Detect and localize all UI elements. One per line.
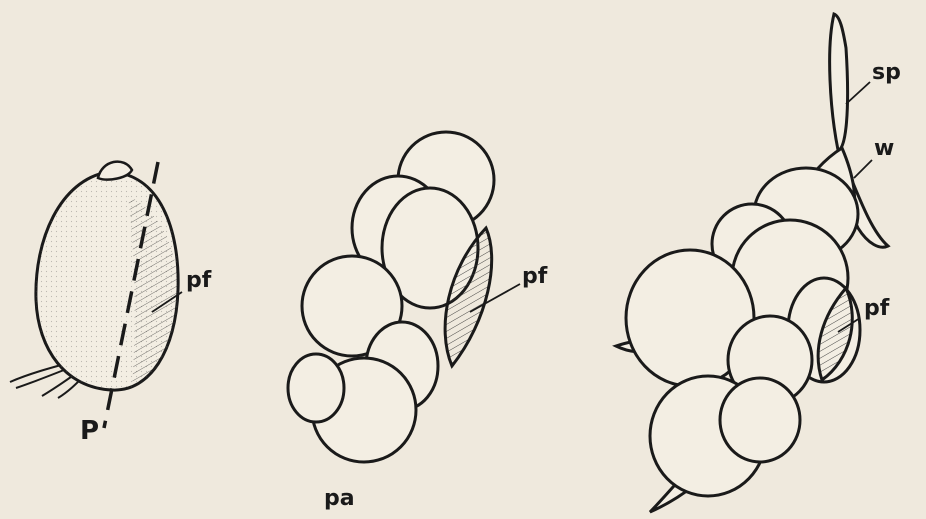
label-pa: pa bbox=[324, 488, 355, 510]
label-sp: sp bbox=[872, 62, 901, 84]
label-w: w bbox=[874, 138, 894, 160]
label-pf-right: pf bbox=[864, 298, 889, 320]
label-p: P bbox=[80, 418, 99, 444]
label-pf-middle: pf bbox=[522, 266, 547, 288]
single-body-p bbox=[10, 162, 182, 428]
aggregate-sp-w bbox=[616, 14, 888, 512]
aggregate-pa bbox=[288, 132, 520, 462]
label-pf-left: pf bbox=[186, 270, 211, 292]
